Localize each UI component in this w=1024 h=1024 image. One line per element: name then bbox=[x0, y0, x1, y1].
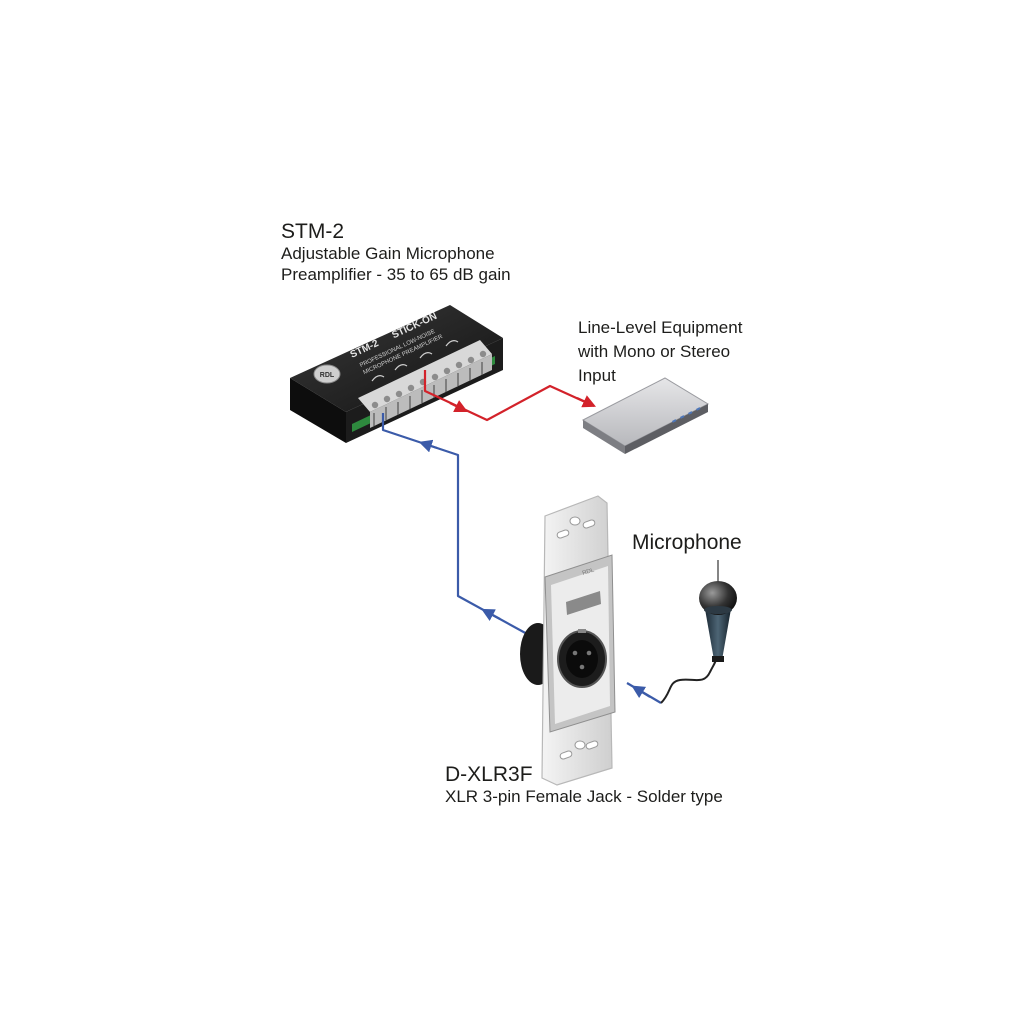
input-arrow-3 bbox=[631, 685, 651, 699]
microphone-label: Microphone bbox=[632, 531, 742, 554]
dxlr3f-bottom-slot-left bbox=[559, 750, 573, 760]
line-equipment-line2: with Mono or Stereo bbox=[578, 342, 731, 361]
equipment-front-left bbox=[583, 420, 625, 454]
line-equipment-line1: Line-Level Equipment bbox=[578, 318, 743, 337]
dxlr3f-label-block: D-XLR3F XLR 3-pin Female Jack - Solder t… bbox=[445, 762, 723, 808]
stm2-preamplifier: RDL STM-2 STICK-ON PROFESSIONAL LOW-NOIS… bbox=[290, 305, 503, 443]
input-wire bbox=[381, 413, 530, 636]
stm2-logo-text: RDL bbox=[320, 372, 335, 379]
microphone-body bbox=[705, 609, 731, 660]
stm2-description-line1: Adjustable Gain Microphone bbox=[281, 244, 495, 264]
dxlr3f-top-slot-right bbox=[582, 519, 596, 529]
microphone bbox=[660, 560, 737, 704]
microphone-tail bbox=[712, 656, 724, 662]
equipment-leds bbox=[671, 407, 701, 423]
input-arrow-2 bbox=[418, 439, 438, 453]
microphone-ring bbox=[704, 606, 732, 614]
output-wire bbox=[423, 370, 595, 422]
dxlr3f-top-slot-left bbox=[556, 529, 570, 539]
line-equipment-line3: Input bbox=[578, 366, 616, 385]
stm2-model-name: STM-2 bbox=[281, 220, 344, 243]
microphone-head bbox=[699, 581, 737, 615]
stm2-top-face bbox=[290, 305, 503, 412]
dxlr3f-plate-logo: RDL bbox=[582, 567, 596, 577]
dxlr3f-label-slot bbox=[566, 591, 601, 615]
output-arrow-2 bbox=[576, 395, 596, 408]
dxlr3f-latch bbox=[578, 629, 586, 633]
dxlr3f-bottom-screw bbox=[574, 740, 586, 750]
stm2-front-face bbox=[290, 378, 346, 443]
microphone-cable bbox=[660, 657, 717, 704]
stm2-logo: RDL bbox=[313, 364, 341, 384]
dxlr3f-bottom-slot-right bbox=[585, 740, 599, 750]
stm2-description-line2: Preamplifier - 35 to 65 dB gain bbox=[281, 264, 511, 284]
line-level-equipment bbox=[581, 377, 710, 454]
stm2-label-block: STM-2 Adjustable Gain Microphone Preampl… bbox=[281, 219, 511, 285]
equipment-front bbox=[625, 404, 708, 454]
dxlr3f-description: XLR 3-pin Female Jack - Solder type bbox=[445, 787, 723, 807]
line-equipment-label-block: Line-Level Equipment with Mono or Stereo… bbox=[578, 316, 742, 388]
input-arrow-1 bbox=[481, 608, 501, 621]
dxlr3f-top-screw bbox=[569, 516, 581, 526]
dxlr3f-xlr-pins bbox=[572, 650, 592, 670]
dxlr3f-model-name: D-XLR3F bbox=[445, 763, 533, 786]
output-arrow-1 bbox=[449, 400, 468, 412]
dxlr3f-wall-plate: RDL bbox=[520, 495, 616, 786]
stm2-gain-pots bbox=[371, 340, 459, 382]
